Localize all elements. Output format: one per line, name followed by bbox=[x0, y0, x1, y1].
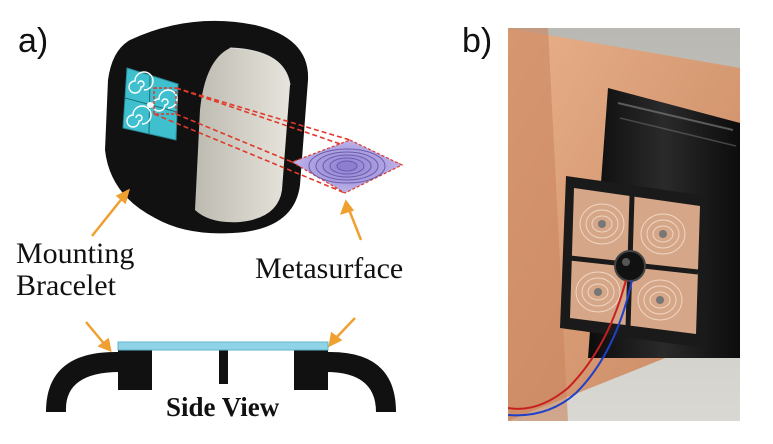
mounting-bracelet-label: Mounting Bracelet bbox=[16, 238, 134, 301]
projection-lines bbox=[153, 87, 403, 194]
panel-b-label: b) bbox=[462, 22, 493, 60]
side-view-drawing bbox=[46, 341, 396, 412]
side-view-label: Side View bbox=[166, 392, 280, 422]
arrow-side-right bbox=[333, 317, 356, 341]
metasurface-label: Metasurface bbox=[255, 252, 404, 285]
arrow-to-bracelet bbox=[91, 195, 125, 237]
arrow-side-left bbox=[85, 321, 107, 347]
mounting-label-line2: Bracelet bbox=[16, 268, 116, 302]
wrist-photo bbox=[508, 28, 740, 421]
arrows bbox=[85, 188, 363, 353]
panel-a-label: a) bbox=[18, 22, 49, 60]
mounting-label-line1: Mounting bbox=[16, 237, 135, 270]
wrist-photo-drawing bbox=[508, 28, 740, 421]
arrow-to-metasurface bbox=[346, 206, 363, 241]
metasurface-tile bbox=[290, 139, 404, 194]
